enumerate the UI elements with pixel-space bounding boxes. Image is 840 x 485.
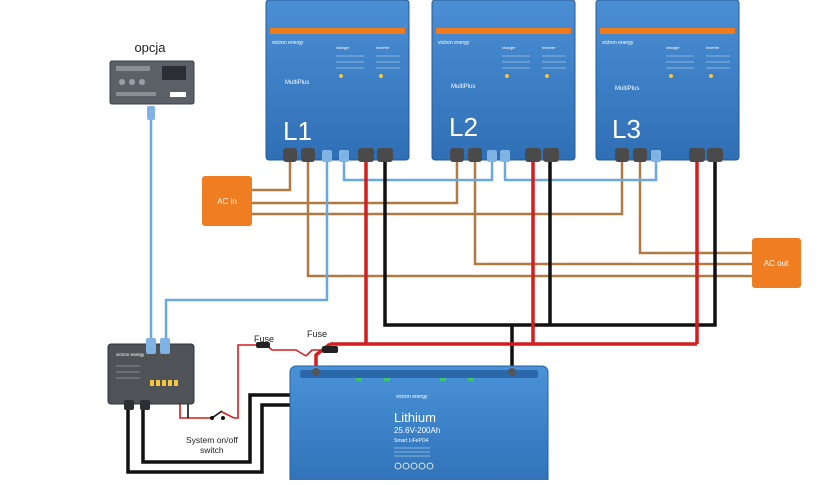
panel-connector [147, 106, 155, 120]
ac-out-label: AC out [764, 259, 789, 268]
switch-label-line2: switch [200, 445, 224, 455]
fuse-label-1: Fuse [254, 334, 274, 344]
inverter-terminals [450, 148, 559, 162]
fuse-label-2: Fuse [307, 329, 327, 339]
charger-label: charger [502, 45, 516, 50]
inverter-brand: victron energy [438, 40, 470, 46]
lithium-battery[interactable]: victron energy Lithium 25.6V-200Ah Smart… [289, 365, 549, 485]
inverter-label: inverter [376, 45, 390, 50]
ac-in-box[interactable]: AC in [202, 176, 252, 226]
switch-label-line1: System on/off [186, 435, 238, 445]
fuse-1 [256, 342, 270, 348]
battery-symbols [394, 462, 434, 470]
battery-title: Lithium [394, 410, 436, 425]
phase-label: L2 [449, 112, 478, 142]
ve-bus-wiring [149, 120, 658, 345]
battery-spec: 25.6V-200Ah [394, 426, 440, 435]
option-label: opcja [134, 40, 166, 55]
system-switch[interactable] [210, 410, 225, 420]
charger-label: charger [666, 45, 680, 50]
fuse-wiring [179, 344, 322, 419]
inverter-l2[interactable]: victron energy charger inverter MultiPlu… [431, 0, 576, 162]
inverter-brand: victron energy [602, 40, 634, 46]
ac-in-label: AC in [217, 197, 237, 206]
control-panel[interactable] [109, 60, 195, 105]
dc-positive-wiring [314, 162, 699, 368]
inverter-l3[interactable]: victron energy charger inverter MultiPlu… [595, 0, 740, 162]
phase-label: L1 [283, 116, 312, 146]
fuse-2 [322, 346, 338, 353]
inverter-terminals [283, 148, 393, 162]
ac-wiring [252, 162, 752, 278]
inverter-label: inverter [542, 45, 556, 50]
inverter-l1[interactable]: victron energy charger inverter MultiPlu… [265, 0, 410, 162]
inverter-model: MultiPlus [451, 84, 475, 90]
inverter-terminals [615, 148, 723, 162]
phase-label: L3 [612, 114, 641, 144]
battery-chem: Smart LiFePO4 [394, 438, 429, 444]
dc-negative-wiring [126, 162, 717, 474]
inverter-model: MultiPlus [615, 86, 639, 92]
bms-brand: victron energy [116, 352, 145, 357]
battery-brand: victron energy [396, 394, 428, 400]
bms-controller[interactable]: victron energy [107, 338, 195, 410]
ac-out-box[interactable]: AC out [752, 238, 801, 288]
inverter-model: MultiPlus [285, 80, 309, 86]
inverter-label: inverter [706, 45, 720, 50]
inverter-brand: victron energy [272, 40, 304, 46]
charger-label: charger [336, 45, 350, 50]
